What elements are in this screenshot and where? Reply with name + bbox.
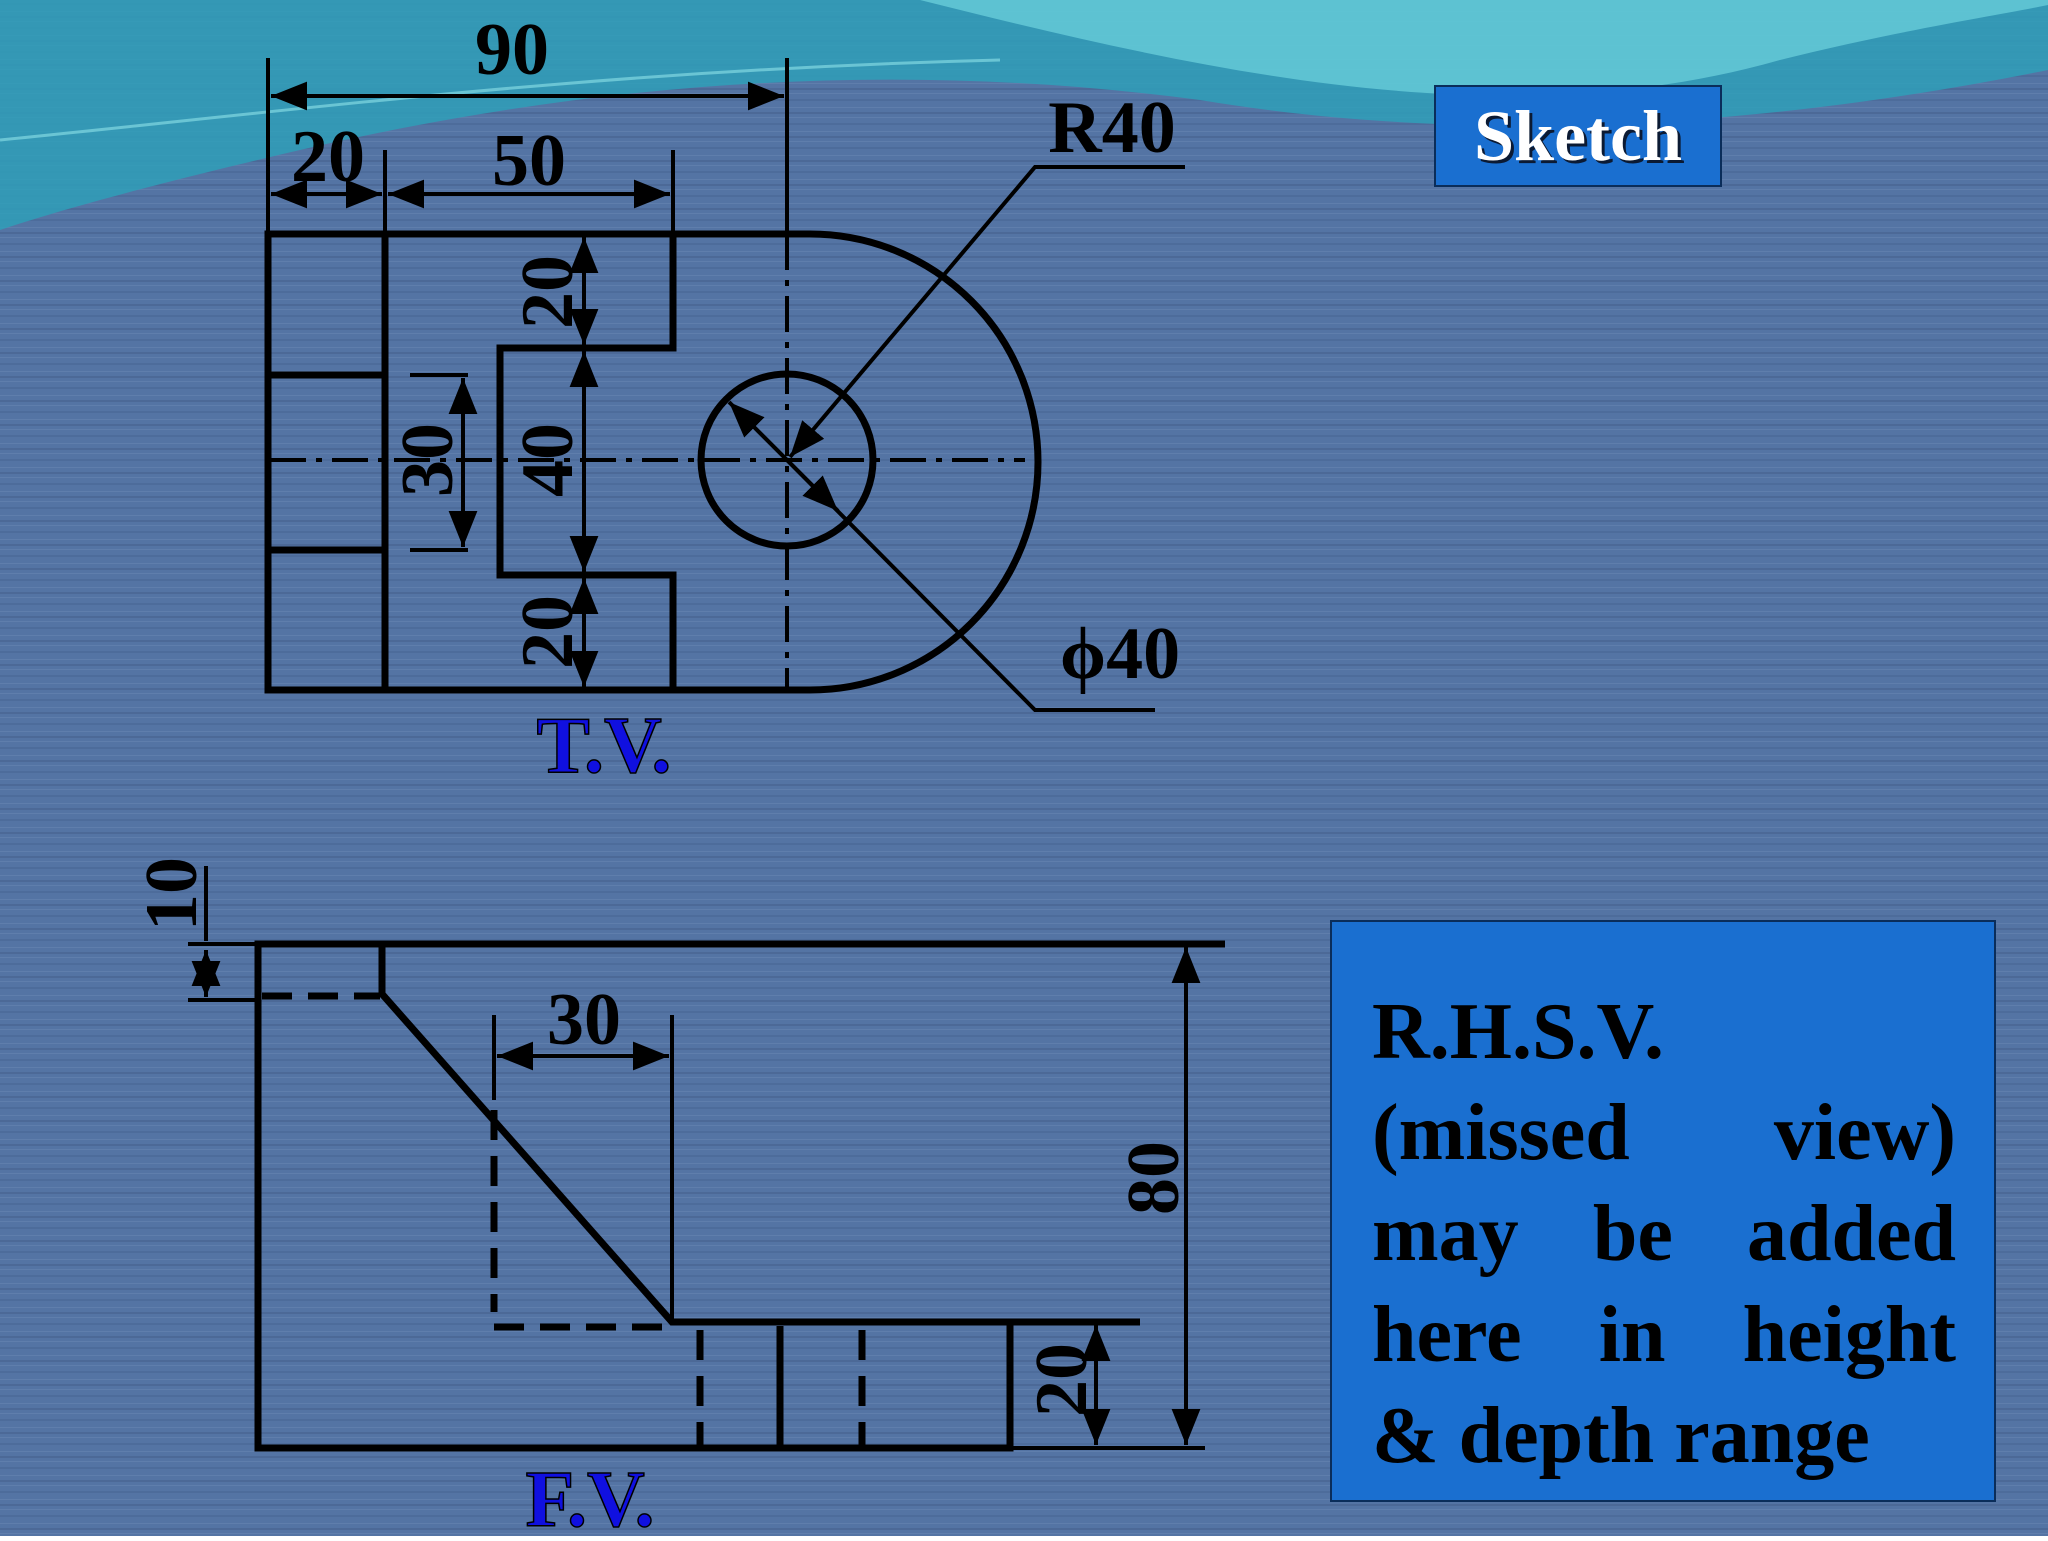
- dim-overall-height: 80: [1113, 1141, 1195, 1215]
- note-line: here in height: [1372, 1291, 1956, 1379]
- front-view-hidden-lines: [262, 992, 866, 1448]
- dim-step-width: 30: [387, 423, 469, 497]
- note-line: may be added: [1372, 1190, 1956, 1278]
- top-view-centerlines: [270, 234, 1025, 690]
- dim-overall-length: 90: [475, 9, 549, 91]
- front-view-outline: [254, 940, 1225, 1452]
- note-line: R.H.S.V.: [1372, 988, 1664, 1076]
- top-view-dimension-lines: [266, 58, 1185, 712]
- note-line: (missed view): [1372, 1089, 1956, 1177]
- top-view-label: T.V.: [537, 702, 672, 790]
- dim-hole-diameter: ϕ40: [1060, 613, 1180, 695]
- note-line: & depth range: [1372, 1392, 1870, 1480]
- dim-radius: R40: [1048, 87, 1175, 169]
- top-view-slot: [496, 234, 677, 690]
- dim-top-thickness: 10: [131, 857, 213, 931]
- dim-left-width: 20: [291, 116, 365, 198]
- dim-web-width: 30: [547, 979, 621, 1061]
- front-view: [254, 940, 1225, 1452]
- water-wave-highlight: [920, 0, 2048, 96]
- dim-middle-width: 50: [492, 120, 566, 202]
- front-view-dimension-lines: [188, 866, 1205, 1450]
- dim-slot-bottom: 20: [507, 595, 589, 669]
- front-view-label: F.V.: [526, 1456, 655, 1536]
- sketch-button[interactable]: Sketch: [1434, 85, 1722, 187]
- top-view-outline: [264, 230, 1042, 694]
- missed-view-note: R.H.S.V. (missed view) may be added here…: [1330, 920, 1996, 1502]
- dim-slot-width: 40: [507, 423, 589, 497]
- dim-base-height: 20: [1021, 1343, 1103, 1417]
- dim-slot-top: 20: [507, 255, 589, 329]
